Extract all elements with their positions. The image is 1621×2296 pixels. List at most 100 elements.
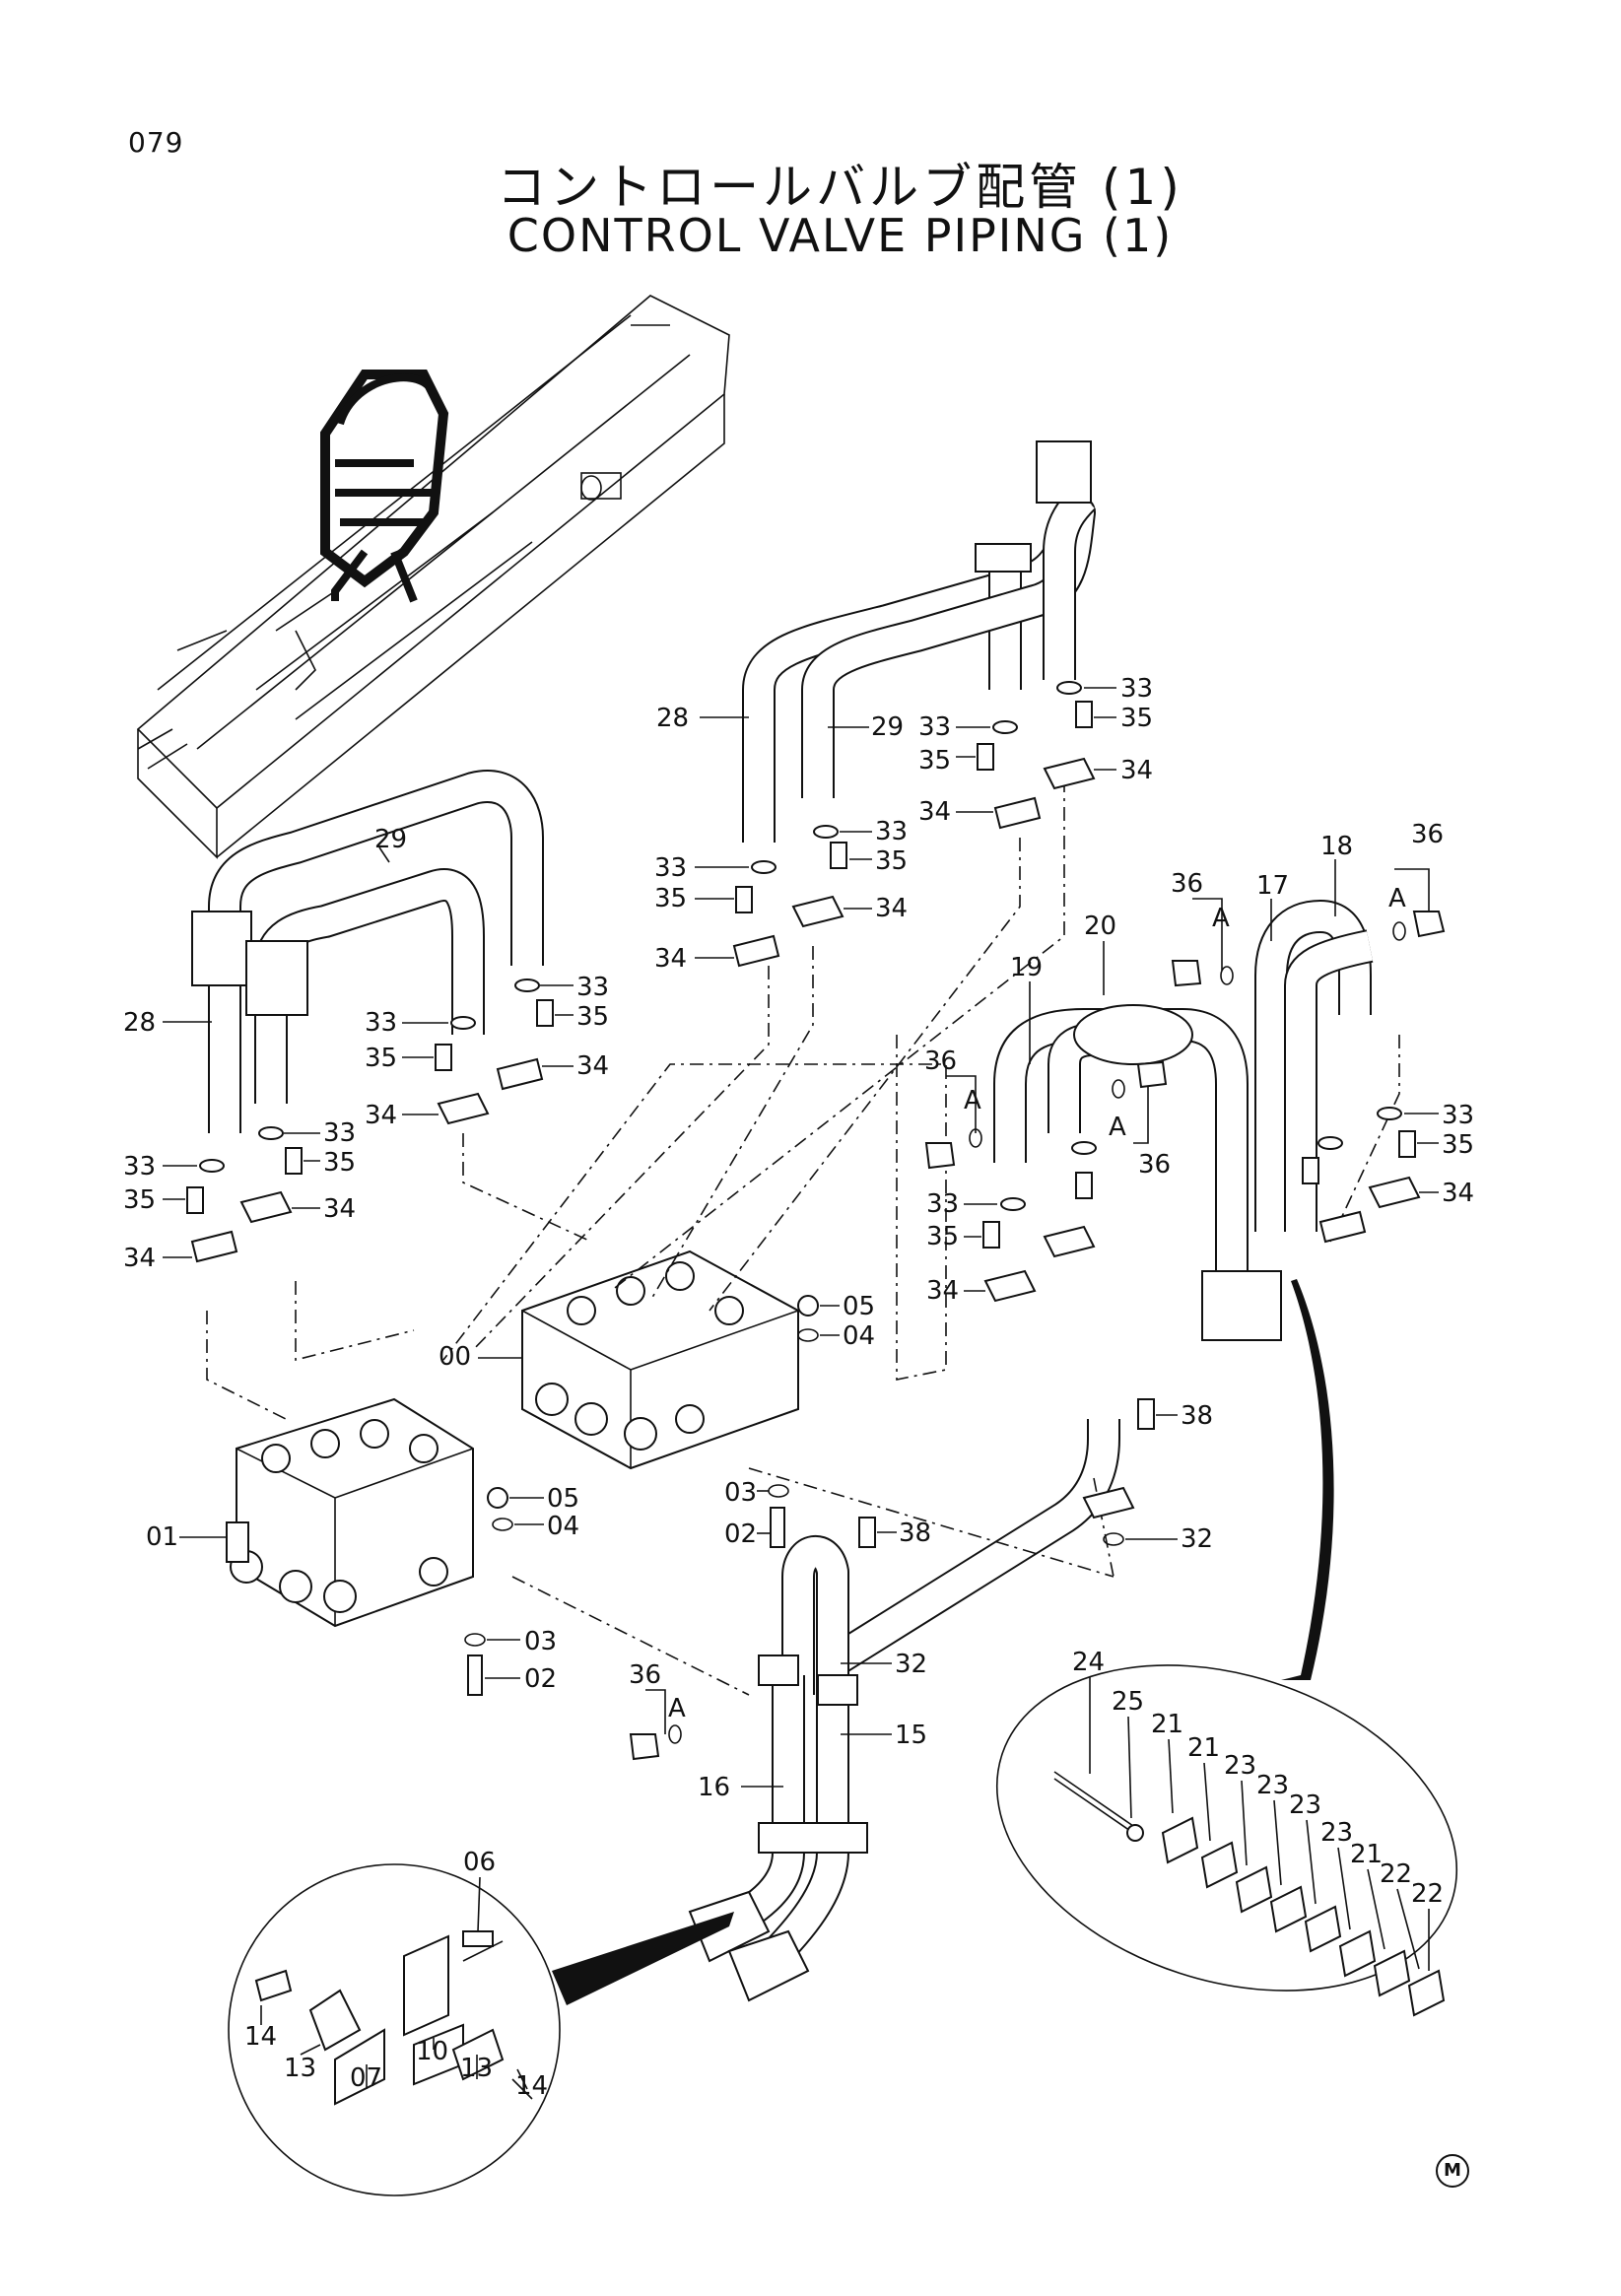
callout-23-b: 23 xyxy=(1256,1771,1289,1800)
callout-13-a: 13 xyxy=(284,2054,316,2083)
callout-32-b: 32 xyxy=(895,1650,927,1679)
callout-38-a: 38 xyxy=(899,1519,931,1548)
control-valve-01 xyxy=(226,1397,474,1628)
callout-29-upper: 29 xyxy=(871,712,904,742)
ref-a-2: A xyxy=(1212,904,1230,933)
callout-33-c: 33 xyxy=(875,817,908,846)
callout-35-d: 35 xyxy=(654,884,687,913)
flange-lower-b xyxy=(727,1929,810,2002)
callout-18: 18 xyxy=(1320,832,1353,861)
callout-36-b: 36 xyxy=(1171,869,1203,899)
flange-block-top xyxy=(1036,440,1092,504)
callout-21-a: 21 xyxy=(1151,1710,1183,1739)
callout-34-e: 34 xyxy=(576,1051,609,1081)
callout-03-a: 03 xyxy=(724,1478,757,1508)
callout-34-g: 34 xyxy=(323,1194,356,1224)
callout-35-j: 35 xyxy=(1442,1130,1474,1160)
callout-05-a: 05 xyxy=(843,1292,875,1321)
callout-06: 06 xyxy=(463,1848,496,1877)
callout-35-e: 35 xyxy=(576,1002,609,1032)
callout-36-c: 36 xyxy=(924,1047,957,1076)
bracket-b xyxy=(817,1674,858,1706)
control-valve-00 xyxy=(521,1249,799,1470)
callout-35-a: 35 xyxy=(1120,704,1153,733)
detail-circle-clamp xyxy=(228,1863,734,2196)
callout-34-d: 34 xyxy=(654,944,687,974)
callout-33-e: 33 xyxy=(576,973,609,1002)
callout-23-d: 23 xyxy=(1320,1818,1353,1848)
ref-a-1: A xyxy=(1388,884,1406,913)
callout-36-d: 36 xyxy=(1138,1150,1171,1180)
callout-33-b: 33 xyxy=(918,712,951,742)
callout-36-a: 36 xyxy=(1411,820,1444,849)
ref-a-4: A xyxy=(1109,1113,1126,1142)
callout-22-b: 22 xyxy=(1411,1879,1444,1909)
callout-28-left: 28 xyxy=(123,1008,156,1038)
piping-highlight-overview xyxy=(320,370,449,603)
flange-block-left-a xyxy=(191,911,252,986)
callout-00: 00 xyxy=(439,1342,471,1372)
callout-33-g: 33 xyxy=(323,1118,356,1148)
callout-32-a: 32 xyxy=(1181,1524,1213,1554)
callout-21-c: 21 xyxy=(1350,1840,1383,1869)
callout-38-b: 38 xyxy=(1181,1401,1213,1431)
callout-24: 24 xyxy=(1072,1648,1105,1677)
title-english: CONTROL VALVE PIPING (1) xyxy=(507,209,1174,262)
callout-16: 16 xyxy=(698,1773,730,1802)
callout-15: 15 xyxy=(895,1721,927,1750)
callout-23-a: 23 xyxy=(1224,1751,1256,1781)
pipe-group-lower xyxy=(709,1419,1120,1974)
page-number: 079 xyxy=(128,126,184,159)
callout-33-f: 33 xyxy=(365,1008,397,1038)
manifold-block-right xyxy=(1201,1270,1282,1341)
callout-29-left: 29 xyxy=(374,825,407,854)
callout-35-i: 35 xyxy=(926,1222,959,1251)
callout-34-a: 34 xyxy=(1120,756,1153,785)
callout-14-a: 14 xyxy=(244,2022,277,2052)
callout-20: 20 xyxy=(1084,912,1116,941)
title-japanese: コントロールバルブ配管 (1) xyxy=(497,159,1183,216)
flange-block-left-b xyxy=(245,940,308,1016)
callouts: 28 29 33 35 34 33 35 34 33 35 34 33 35 3… xyxy=(123,674,1474,2101)
ref-a-5: A xyxy=(668,1694,686,1723)
callout-04-a: 04 xyxy=(843,1321,875,1351)
clamp-lower xyxy=(758,1822,868,1854)
callout-23-c: 23 xyxy=(1289,1790,1321,1820)
ref-a-3: A xyxy=(964,1086,981,1115)
callout-33-j: 33 xyxy=(1442,1101,1474,1130)
callout-34-h: 34 xyxy=(123,1244,156,1273)
callout-02-b: 02 xyxy=(524,1664,557,1694)
callout-35-c: 35 xyxy=(875,846,908,876)
callout-10: 10 xyxy=(416,2037,448,2066)
callout-34-i: 34 xyxy=(926,1276,959,1306)
callout-34-b: 34 xyxy=(918,797,951,827)
callout-22-a: 22 xyxy=(1380,1859,1412,1889)
callout-33-i: 33 xyxy=(926,1189,959,1219)
callout-35-f: 35 xyxy=(365,1044,397,1073)
callout-02-a: 02 xyxy=(724,1519,757,1549)
callout-34-f: 34 xyxy=(365,1101,397,1130)
detail-oval-hardware xyxy=(995,1279,1458,2017)
callout-35-b: 35 xyxy=(918,746,951,776)
callout-05-b: 05 xyxy=(547,1484,579,1514)
callout-17: 17 xyxy=(1256,871,1289,901)
callout-03-b: 03 xyxy=(524,1627,557,1656)
callout-28-upper: 28 xyxy=(656,704,689,733)
callout-04-b: 04 xyxy=(547,1512,579,1541)
callout-01: 01 xyxy=(146,1522,178,1552)
flange-block-mid xyxy=(975,543,1032,573)
callout-36-e: 36 xyxy=(629,1660,661,1690)
machine-frame-overview xyxy=(136,295,730,859)
callout-21-b: 21 xyxy=(1187,1733,1220,1763)
callout-35-h: 35 xyxy=(123,1185,156,1215)
callout-33-a: 33 xyxy=(1120,674,1153,704)
callout-25: 25 xyxy=(1112,1687,1144,1717)
pipe-20-bend xyxy=(1073,1004,1193,1065)
callout-35-g: 35 xyxy=(323,1148,356,1178)
callout-34-c: 34 xyxy=(875,894,908,923)
bracket-a xyxy=(758,1654,799,1686)
callout-33-h: 33 xyxy=(123,1152,156,1182)
callout-33-d: 33 xyxy=(654,853,687,883)
leader-lines xyxy=(206,778,1400,1696)
callout-34-j: 34 xyxy=(1442,1179,1474,1208)
